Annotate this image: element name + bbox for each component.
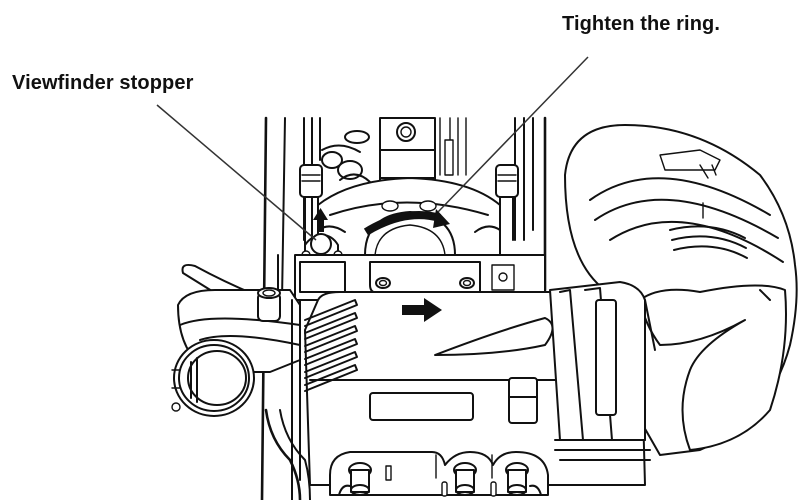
left-cable bbox=[264, 299, 311, 500]
stopper-up-arrow bbox=[313, 208, 328, 232]
mount-plate bbox=[294, 254, 546, 301]
cooling-fins bbox=[304, 299, 358, 392]
bottom-connectors bbox=[329, 451, 549, 497]
ring-rotate-arrow bbox=[363, 209, 450, 236]
eyecup bbox=[564, 124, 798, 456]
viewfinder-stopper bbox=[301, 233, 343, 260]
tighten-ring-label: Tighten the ring. bbox=[562, 13, 720, 35]
viewfinder-stopper-label: Viewfinder stopper bbox=[12, 72, 194, 94]
tighten-ring-leader bbox=[437, 56, 589, 213]
upper-left-knobs bbox=[321, 130, 371, 183]
eyepiece-collar bbox=[549, 281, 651, 461]
left-clamp-holder bbox=[171, 254, 301, 417]
slide-right-arrow bbox=[402, 298, 442, 322]
viewfinder-stopper-leader bbox=[156, 104, 317, 241]
